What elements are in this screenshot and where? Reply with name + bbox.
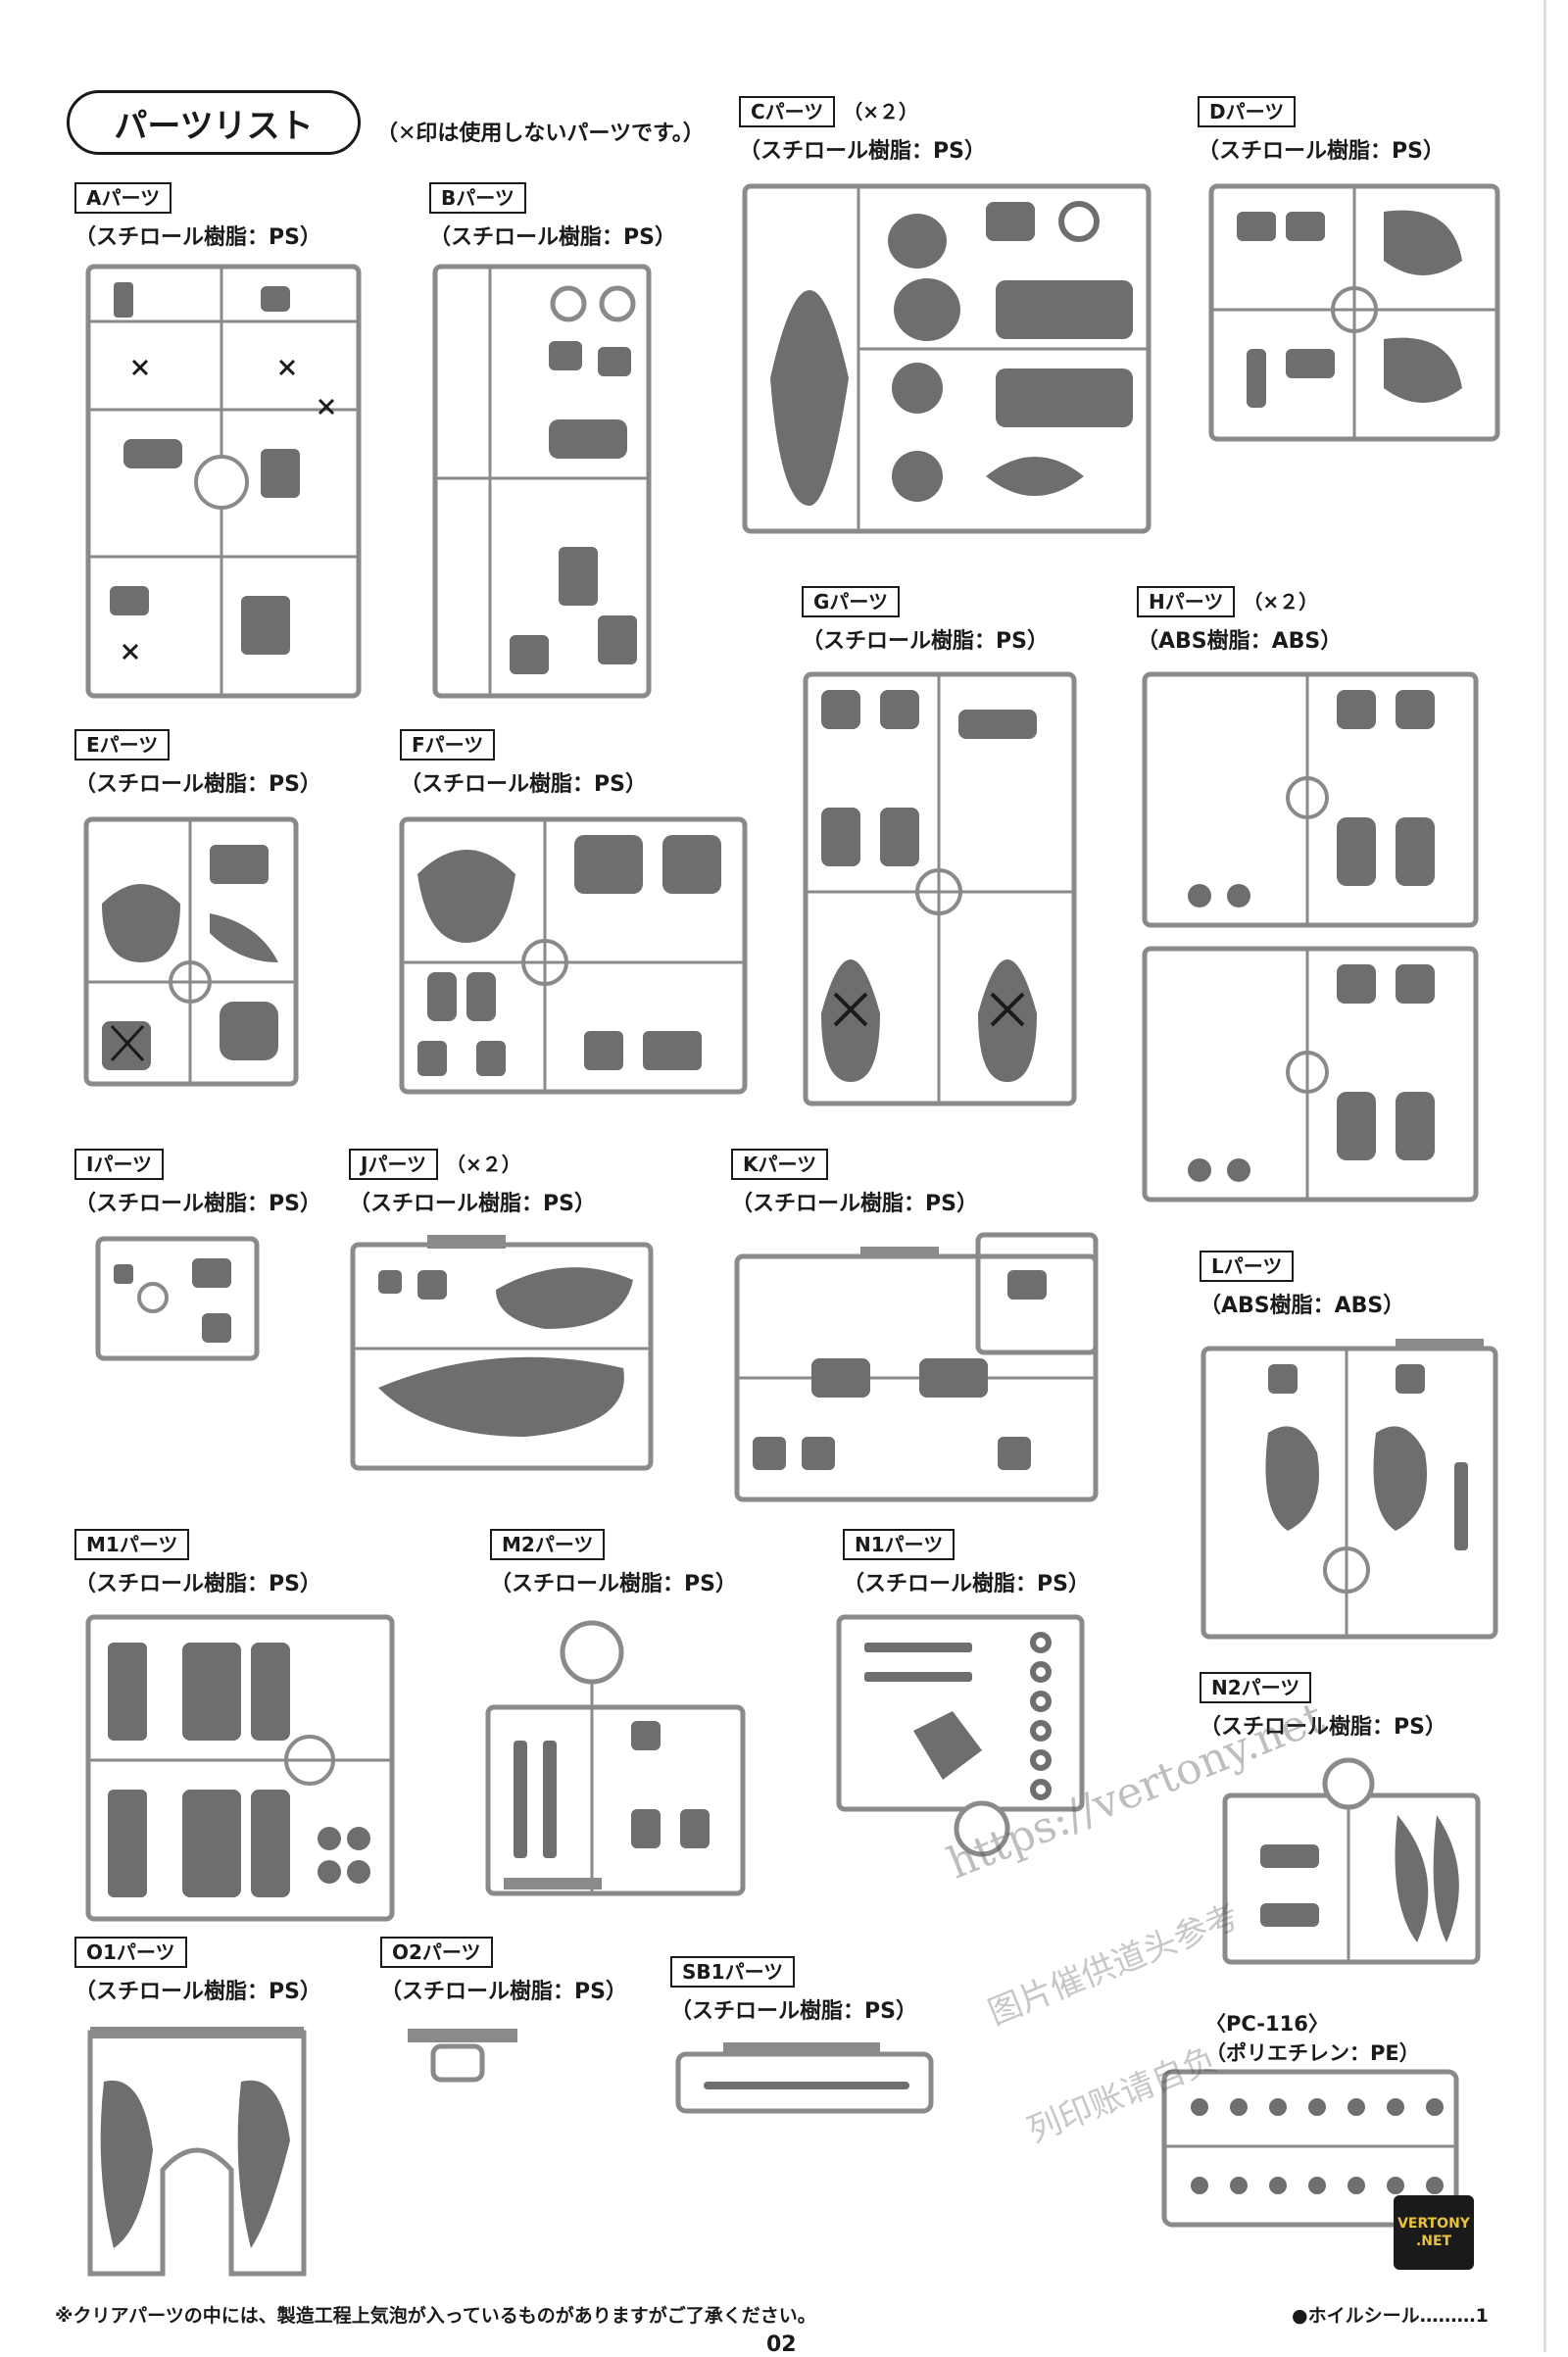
runner-o2: [404, 2025, 521, 2086]
section-k: Kパーツ （スチロール樹脂：PS）: [731, 1149, 978, 1217]
part-label-b: Bパーツ: [429, 182, 526, 214]
material-m2: （スチロール樹脂：PS）: [490, 1572, 737, 1596]
part-label-e: Eパーツ: [74, 729, 171, 761]
multiplier-c: （×２）: [843, 100, 919, 123]
runner-a: [84, 263, 363, 700]
material-n2: （スチロール樹脂：PS）: [1200, 1715, 1446, 1740]
section-j: Jパーツ （×２） （スチロール樹脂：PS）: [349, 1149, 596, 1217]
material-j: （スチロール樹脂：PS）: [349, 1192, 596, 1216]
part-label-a: Aパーツ: [74, 182, 172, 214]
material-e: （スチロール樹脂：PS）: [74, 772, 321, 797]
runner-i: [94, 1235, 261, 1362]
section-o1: O1パーツ （スチロール樹脂：PS）: [74, 1937, 321, 2005]
section-a: Aパーツ （スチロール樹脂：PS）: [74, 182, 321, 251]
logo-line1: VERTONY: [1397, 2216, 1470, 2232]
material-i: （スチロール樹脂：PS）: [74, 1192, 321, 1216]
runner-b: [431, 263, 653, 700]
section-o2: O2パーツ （スチロール樹脂：PS）: [380, 1937, 627, 2005]
part-label-n1: N1パーツ: [843, 1529, 956, 1560]
multiplier-h: （×２）: [1243, 590, 1319, 614]
material-d: （スチロール樹脂：PS）: [1198, 139, 1445, 164]
material-k: （スチロール樹脂：PS）: [731, 1192, 978, 1216]
section-g: Gパーツ （スチロール樹脂：PS）: [802, 586, 1049, 655]
part-label-c: Cパーツ: [739, 96, 836, 127]
logo-line2: .NET: [1415, 2234, 1452, 2249]
pc-116-section: 〈PC-116〉 （ポリエチレン：PE）: [1205, 2009, 1420, 2068]
material-o1: （スチロール樹脂：PS）: [74, 1980, 321, 2004]
material-n1: （スチロール樹脂：PS）: [843, 1572, 1090, 1596]
section-m2: M2パーツ （スチロール樹脂：PS）: [490, 1529, 737, 1597]
material-m1: （スチロール樹脂：PS）: [74, 1572, 321, 1596]
part-label-m1: M1パーツ: [74, 1529, 190, 1560]
part-label-m2: M2パーツ: [490, 1529, 606, 1560]
vertony-logo: VERTONY .NET: [1394, 2195, 1474, 2270]
pc-116-material: （ポリエチレン：PE）: [1205, 2041, 1420, 2065]
section-n2: N2パーツ （スチロール樹脂：PS）: [1200, 1672, 1446, 1741]
runner-l: [1200, 1335, 1499, 1641]
part-label-k: Kパーツ: [731, 1149, 829, 1180]
material-b: （スチロール樹脂：PS）: [429, 225, 676, 250]
material-l: （ABS樹脂：ABS）: [1200, 1294, 1405, 1318]
runner-m2: [484, 1613, 747, 1897]
section-e: Eパーツ （スチロール樹脂：PS）: [74, 729, 321, 798]
multiplier-j: （×２）: [446, 1153, 521, 1176]
runner-pc-116: [1160, 2068, 1460, 2229]
material-c: （スチロール樹脂：PS）: [739, 139, 986, 164]
part-label-o1: O1パーツ: [74, 1937, 187, 1968]
runner-d: [1207, 182, 1501, 443]
section-f: Fパーツ （スチロール樹脂：PS）: [400, 729, 647, 798]
runner-k: [733, 1231, 1100, 1503]
runner-n2: [1221, 1756, 1482, 1976]
unused-parts-note: （✕印は使用しないパーツです。）: [376, 122, 705, 146]
runner-n1: [835, 1613, 1086, 1868]
runner-sb1: [674, 2038, 935, 2117]
part-label-d: Dパーツ: [1198, 96, 1297, 127]
runner-g: [802, 670, 1078, 1107]
runner-j: [349, 1231, 655, 1472]
runner-o1: [84, 2023, 310, 2280]
page-number: 02: [766, 2332, 797, 2357]
section-h: Hパーツ （×２） （ABS樹脂：ABS）: [1137, 586, 1342, 655]
part-label-g: Gパーツ: [802, 586, 901, 617]
material-g: （スチロール樹脂：PS）: [802, 629, 1049, 654]
section-c: Cパーツ （×２） （スチロール樹脂：PS）: [739, 96, 986, 165]
part-label-f: Fパーツ: [400, 729, 496, 761]
section-sb1: SB1パーツ （スチロール樹脂：PS）: [670, 1956, 917, 2025]
part-label-o2: O2パーツ: [380, 1937, 493, 1968]
runner-e: [82, 815, 300, 1113]
section-m1: M1パーツ （スチロール樹脂：PS）: [74, 1529, 321, 1597]
material-h: （ABS樹脂：ABS）: [1137, 629, 1343, 654]
section-i: Iパーツ （スチロール樹脂：PS）: [74, 1149, 321, 1217]
part-label-sb1: SB1パーツ: [670, 1956, 796, 1988]
wheel-seal-count: ●ホイルシール………1: [1292, 2305, 1489, 2327]
material-f: （スチロール樹脂：PS）: [400, 772, 647, 797]
part-label-n2: N2パーツ: [1200, 1672, 1312, 1703]
section-b: Bパーツ （スチロール樹脂：PS）: [429, 182, 676, 251]
runner-h: [1141, 670, 1480, 1219]
part-label-i: Iパーツ: [74, 1149, 165, 1180]
section-d: Dパーツ （スチロール樹脂：PS）: [1198, 96, 1445, 165]
part-label-j: Jパーツ: [349, 1149, 439, 1180]
section-n1: N1パーツ （スチロール樹脂：PS）: [843, 1529, 1090, 1597]
clear-parts-footnote: ※クリアパーツの中には、製造工程上気泡が入っているものがありますがご了承ください…: [55, 2305, 816, 2327]
material-a: （スチロール樹脂：PS）: [74, 225, 321, 250]
pc-116-label: 〈PC-116〉: [1205, 2012, 1329, 2036]
scan-edge: [1544, 0, 1546, 2352]
material-o2: （スチロール樹脂：PS）: [380, 1980, 627, 2004]
page-title: パーツリスト: [67, 90, 361, 155]
runner-m1: [84, 1613, 396, 1923]
part-label-l: Lパーツ: [1200, 1251, 1295, 1282]
section-l: Lパーツ （ABS樹脂：ABS）: [1200, 1251, 1404, 1319]
material-sb1: （スチロール樹脂：PS）: [670, 1999, 917, 2024]
runner-c: [741, 182, 1152, 535]
part-label-h: Hパーツ: [1137, 586, 1236, 617]
runner-f: [398, 815, 749, 1096]
